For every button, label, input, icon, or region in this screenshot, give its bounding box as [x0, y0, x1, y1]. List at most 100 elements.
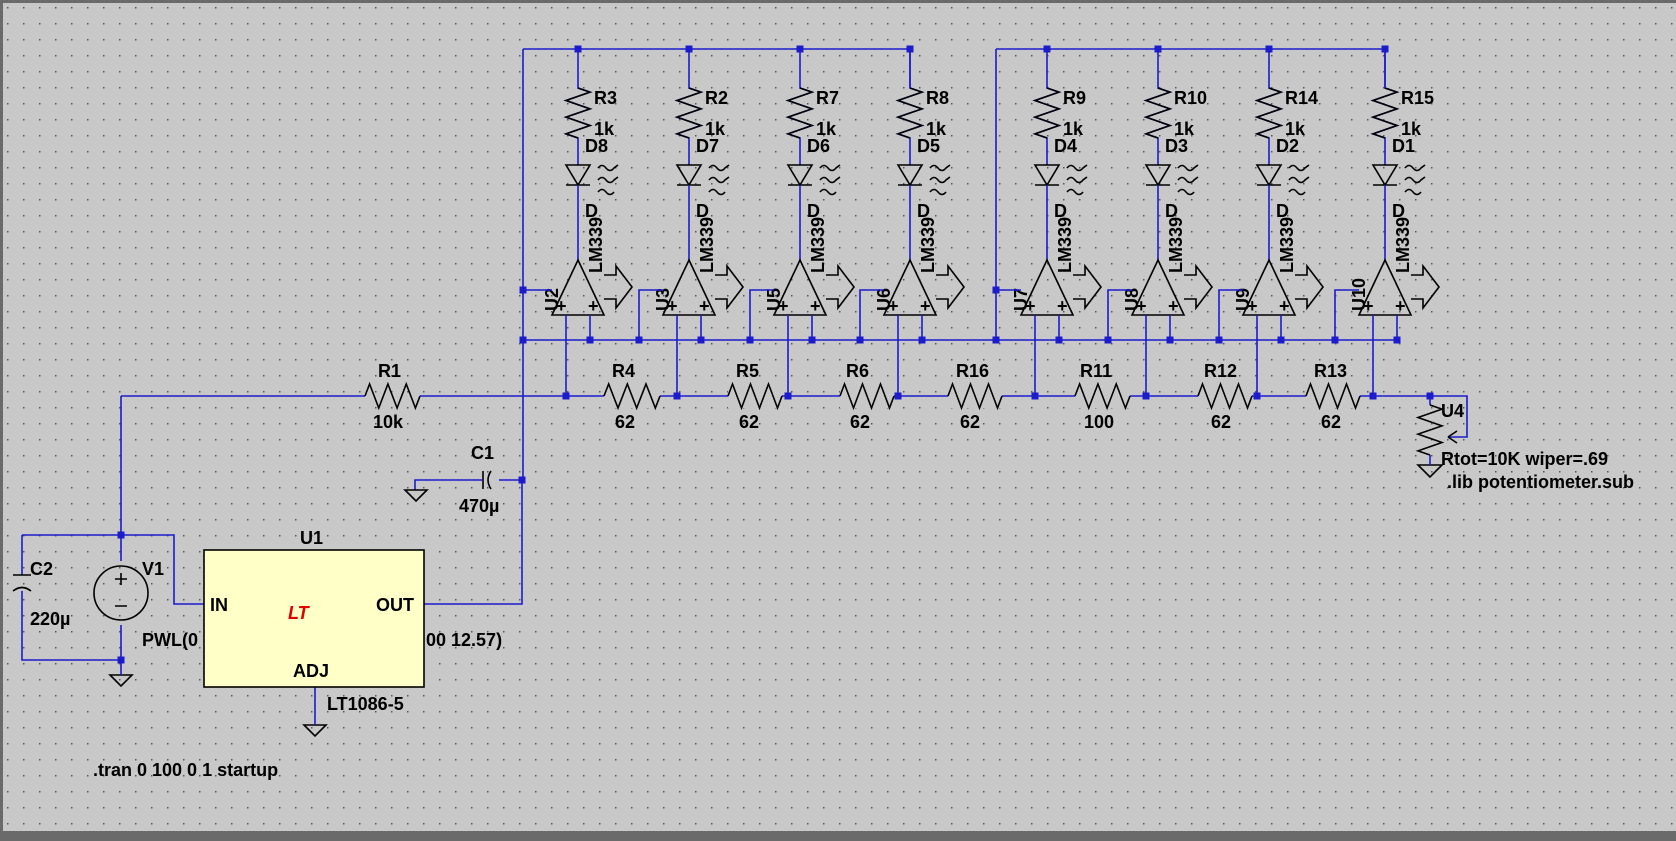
resistor-value-label: 1k — [816, 119, 837, 139]
u4-name-label: U4 — [1441, 401, 1464, 421]
resistor-name-label: R15 — [1401, 88, 1434, 108]
light-emission-icon — [819, 164, 841, 196]
ladder-resistor-name-label: R5 — [736, 361, 759, 381]
comparator-plus-sign: + — [1057, 296, 1068, 316]
resistor-symbol — [364, 381, 421, 411]
led-name-label: D1 — [1392, 136, 1415, 156]
comparator-model-label: LM339 — [697, 217, 717, 273]
comparator-name-label: U5 — [764, 288, 784, 311]
voltage-source-polarity-icon — [115, 573, 127, 607]
led-name-label: D3 — [1165, 136, 1188, 156]
comparator-model-label: LM339 — [586, 217, 606, 273]
resistor-symbol — [1370, 87, 1400, 139]
resistor-value-label: 1k — [1063, 119, 1084, 139]
capacitor-symbol — [482, 470, 492, 490]
resistor-symbol — [1074, 381, 1131, 411]
led-icon — [1144, 164, 1172, 187]
ladder-resistor-value-label: 62 — [960, 412, 980, 432]
led-icon — [1033, 164, 1061, 187]
junction-dot — [992, 286, 1000, 294]
led-model-label: D — [1276, 201, 1289, 221]
light-emission-icon — [1404, 164, 1426, 196]
comparator-model-label: LM339 — [1166, 217, 1186, 273]
comparator-plus-sign: + — [1279, 296, 1290, 316]
resistor-name-label: R7 — [816, 88, 839, 108]
top-rail-left — [523, 48, 911, 88]
capacitor-symbol — [12, 574, 32, 592]
potentiometer-symbol — [1415, 404, 1445, 456]
comparator-feedback-wire — [638, 289, 663, 340]
led-model-label: D — [807, 201, 820, 221]
led-model-label: D — [696, 201, 709, 221]
u4-lib-label: .lib potentiometer.sub — [1447, 472, 1634, 492]
comparator-model-label: LM339 — [1277, 217, 1297, 273]
comparator-symbol — [882, 258, 938, 316]
resistor-name-label: R3 — [594, 88, 617, 108]
comparator-name-label: U2 — [542, 288, 562, 311]
led-name-label: D5 — [917, 136, 940, 156]
comparator-name-label: U3 — [653, 288, 673, 311]
lt-logo: LT — [288, 603, 311, 623]
resistor-value-label: 1k — [1401, 119, 1422, 139]
comparator-plus-sign: + — [888, 296, 899, 316]
comparator-feedback-wire — [1218, 289, 1243, 340]
ladder-resistor-value-label: 62 — [850, 412, 870, 432]
comparator-name-label: U8 — [1122, 288, 1142, 311]
comparator-name-label: U10 — [1349, 278, 1369, 311]
comparator-symbol — [1357, 258, 1413, 316]
light-emission-icon — [597, 164, 619, 196]
comparator-feedback-wire — [1334, 289, 1359, 340]
ladder-resistor-value-label: 62 — [1211, 412, 1231, 432]
resistor-name-label: R14 — [1285, 88, 1318, 108]
output-arrow-icon — [826, 263, 856, 311]
resistor-symbol — [895, 87, 925, 139]
comparator-feedback-wire — [749, 289, 774, 340]
comparator-model-label: LM339 — [918, 217, 938, 273]
comparator-plus-sign: + — [588, 296, 599, 316]
junction-dot — [519, 286, 527, 294]
led-model-label: D — [1165, 201, 1178, 221]
junction-dot — [519, 336, 527, 344]
u1-pin-adj-label: ADJ — [293, 661, 329, 681]
light-emission-icon — [1177, 164, 1199, 196]
output-arrow-icon — [715, 263, 745, 311]
comparator-name-label: U9 — [1233, 288, 1253, 311]
resistor-symbol — [839, 381, 895, 411]
resistor-value-label: 1k — [594, 119, 615, 139]
led-icon — [1255, 164, 1283, 187]
pot-wiper-wire — [1430, 395, 1468, 438]
resistor-name-label: R2 — [705, 88, 728, 108]
junction-dot — [117, 531, 125, 539]
led-name-label: D8 — [585, 136, 608, 156]
comparator-plus-sign: + — [556, 296, 567, 316]
ladder-resistor-value-label: 62 — [615, 412, 635, 432]
comparator-feedback-wire — [1107, 289, 1132, 340]
comparator-plus-sign: + — [1136, 296, 1147, 316]
spice-directive-label: .tran 0 100 0 1 startup — [93, 760, 278, 780]
led-icon — [675, 164, 703, 187]
led-icon — [896, 164, 924, 187]
u1-pin-out-label: OUT — [376, 595, 414, 615]
light-emission-icon — [708, 164, 730, 196]
voltage-source-symbol — [93, 565, 149, 621]
wiper-arrow-icon — [1447, 430, 1458, 444]
comparator-plus-sign: + — [1168, 296, 1179, 316]
v1-value-label: PWL(0 — [142, 630, 198, 650]
ladder-resistor-value-label: 62 — [1321, 412, 1341, 432]
resistor-name-label: R9 — [1063, 88, 1086, 108]
led-model-label: D — [1054, 201, 1067, 221]
c2-value-label: 220µ — [30, 609, 70, 629]
output-arrow-icon — [936, 263, 966, 311]
resistor-symbol — [947, 381, 1003, 411]
v1-value-continuation-label: 00 12.57) — [426, 630, 502, 650]
resistor-symbol — [563, 87, 593, 139]
comparator-model-label: LM339 — [808, 217, 828, 273]
schematic-components: R31kD8DU2LM339++R21kD7DU3LM339++R71kD6DU… — [12, 45, 1634, 780]
comparator-plus-sign: + — [1363, 296, 1374, 316]
